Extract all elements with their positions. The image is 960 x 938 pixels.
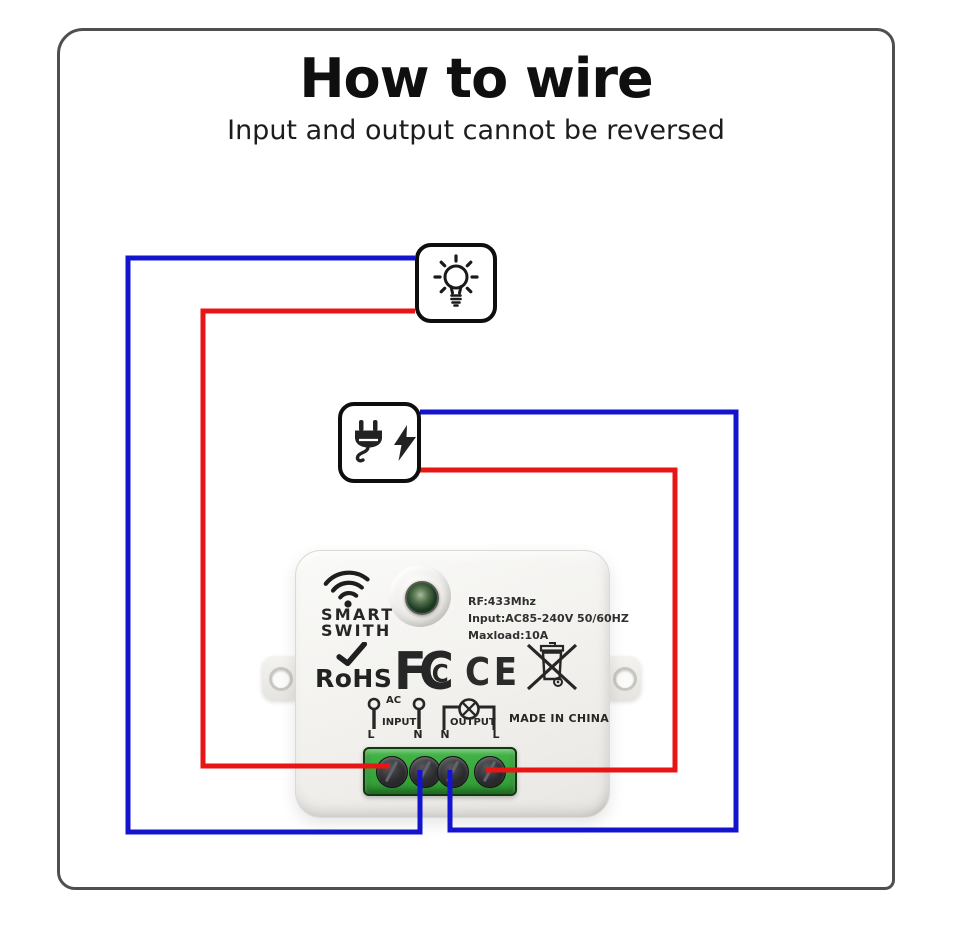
pin-label-n2: N <box>440 728 450 741</box>
output-label: OUTPUT <box>450 717 496 728</box>
spec-rf: RF:433Mhz <box>468 595 536 608</box>
screw-hole <box>269 667 293 691</box>
input-label: INPUT <box>382 717 417 728</box>
input-plug-symbol-l <box>367 697 381 729</box>
border-frame <box>57 28 895 890</box>
lightning-icon <box>394 425 416 461</box>
fcc-letter-c-inner: C <box>432 659 449 688</box>
terminal-screw-l-in <box>376 756 408 788</box>
rohs-mark: RoHS <box>315 664 393 693</box>
weee-bin-icon <box>526 642 578 691</box>
plug-icon <box>355 420 382 463</box>
fcc-logo: F C C <box>394 648 454 696</box>
wifi-icon <box>323 570 370 608</box>
smart-switch-device: SMART SWITH RF:433Mhz Input:AC85-240V 50… <box>295 550 629 818</box>
brand-text: SMART SWITH <box>321 607 394 639</box>
ce-mark: CE <box>465 650 521 694</box>
pairing-button <box>405 581 439 615</box>
power-source-box <box>338 402 421 483</box>
spec-text: RF:433Mhz Input:AC85-240V 50/60HZ Maxloa… <box>468 593 629 644</box>
terminal-block <box>363 747 517 796</box>
light-bulb-icon <box>433 254 479 307</box>
page-title: How to wire <box>299 47 653 110</box>
made-in-label: MADE IN CHINA <box>509 712 610 725</box>
screw-hole <box>613 667 637 691</box>
ac-label: AC <box>386 695 402 706</box>
spec-input: Input:AC85-240V 50/60HZ <box>468 612 629 625</box>
light-load-box <box>415 243 497 323</box>
pin-label-n1: N <box>413 728 423 741</box>
page-subtitle: Input and output cannot be reversed <box>227 115 725 146</box>
pin-label-l2: L <box>492 728 500 741</box>
terminal-screw-l-out <box>474 756 506 788</box>
pin-label-l1: L <box>367 728 375 741</box>
brand-line2: SWITH <box>321 621 392 640</box>
checkmark-icon <box>336 642 368 666</box>
terminal-screw-n-out <box>437 756 469 788</box>
